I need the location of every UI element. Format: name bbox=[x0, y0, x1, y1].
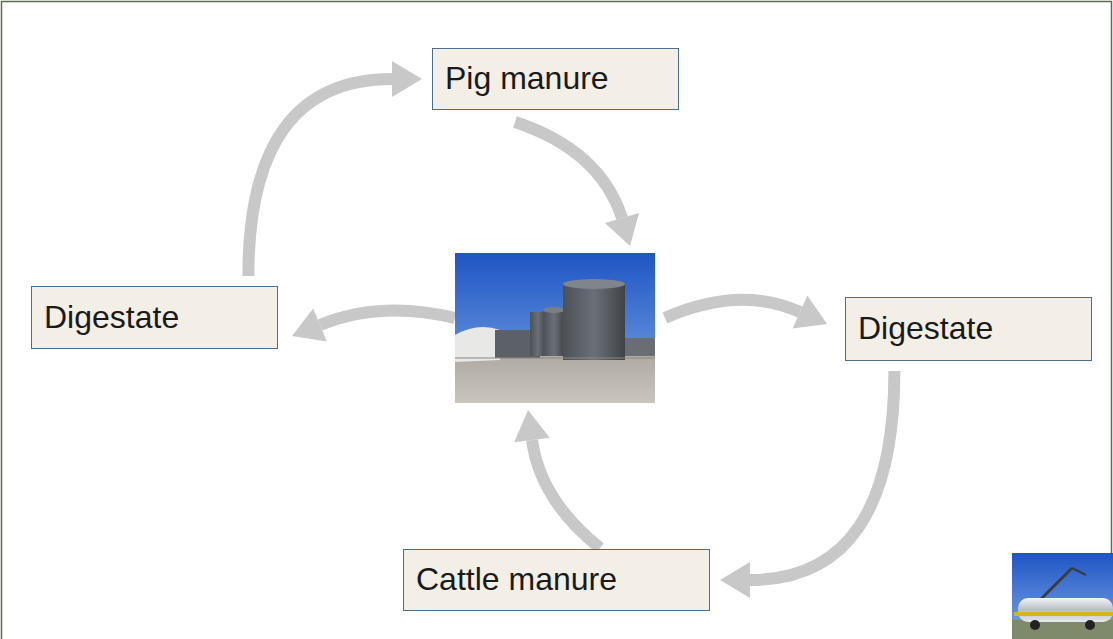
flow-arrows bbox=[292, 122, 827, 548]
text-box: Digestate bbox=[845, 297, 1092, 361]
text-box: Digestate bbox=[31, 286, 278, 349]
flow-arrow bbox=[720, 371, 894, 598]
box-label: Cattle manure bbox=[416, 562, 617, 597]
biogas-plant-photo bbox=[455, 253, 655, 403]
arrow-shaft bbox=[248, 79, 392, 276]
box-label: Digestate bbox=[858, 311, 993, 346]
text-box: Pig manure bbox=[432, 48, 679, 110]
arrow-head bbox=[392, 61, 422, 97]
box-label: Pig manure bbox=[445, 61, 609, 96]
text-box: Cattle manure bbox=[403, 549, 710, 611]
arrow-shaft bbox=[750, 371, 894, 580]
arrow-head bbox=[720, 562, 750, 598]
tanker-photo bbox=[1012, 553, 1113, 639]
box-label: Digestate bbox=[44, 300, 179, 335]
flow-arrow bbox=[248, 61, 422, 276]
